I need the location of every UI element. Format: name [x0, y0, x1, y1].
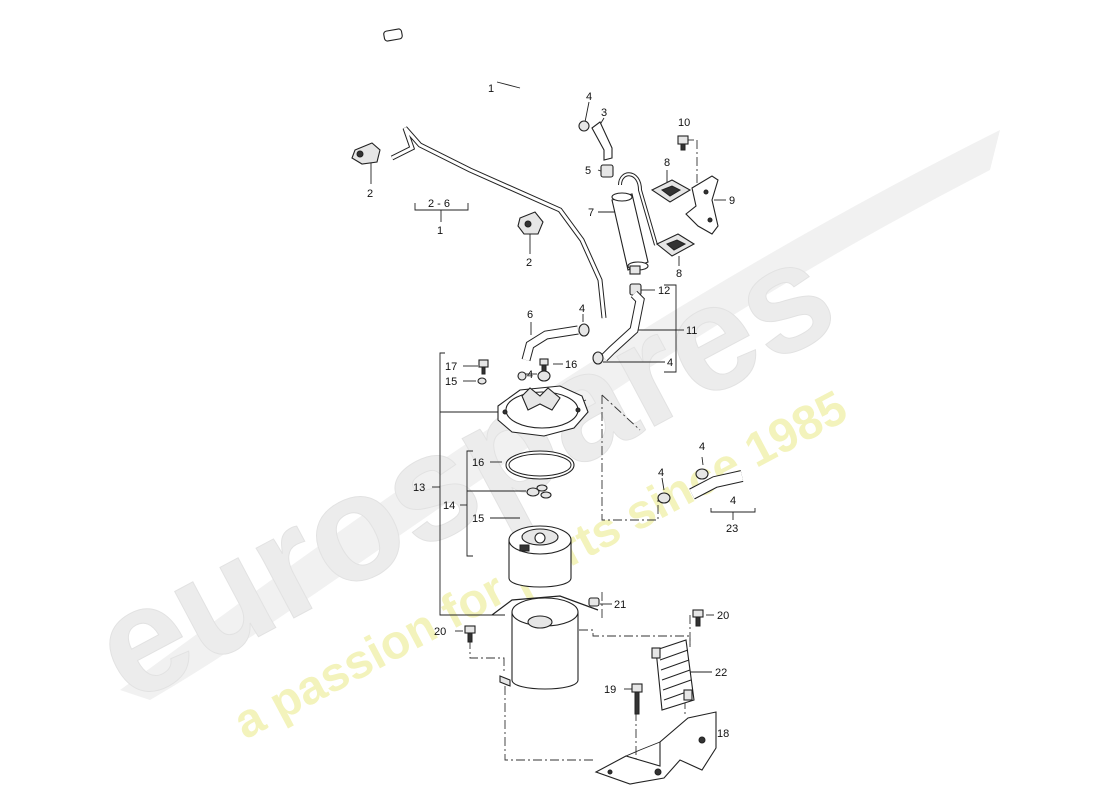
callout-3: 3 — [601, 107, 607, 119]
bracket-9[interactable] — [685, 175, 719, 235]
callout-4-hose-right: 4 — [730, 495, 736, 507]
callout-1-upper: 1 — [488, 83, 494, 95]
hose-11[interactable] — [600, 290, 645, 362]
hose-clamp-mid[interactable] — [537, 323, 604, 382]
bolt-10[interactable] — [677, 135, 689, 151]
callout-21: 21 — [614, 599, 626, 611]
callout-2-left: 2 — [367, 188, 373, 200]
bracket-18[interactable] — [594, 711, 717, 785]
callout-19: 19 — [604, 684, 616, 696]
callout-4-hose-top: 4 — [699, 441, 705, 453]
bolt-21[interactable] — [588, 597, 600, 607]
callout-20-left: 20 — [434, 626, 446, 638]
bolt-16[interactable] — [539, 358, 549, 372]
callout-13: 13 — [413, 482, 425, 494]
callout-2-middle: 2 — [526, 257, 532, 269]
mount-pad-8-bottom[interactable] — [655, 233, 696, 257]
callout-16-bolt: 16 — [565, 359, 577, 371]
callout-5: 5 — [585, 165, 591, 177]
callout-20-right: 20 — [717, 610, 729, 622]
callout-4-hose-left: 4 — [658, 467, 664, 479]
clip-middle[interactable] — [517, 211, 544, 235]
bolt-20-left[interactable] — [464, 625, 476, 643]
callout-11: 11 — [686, 325, 697, 337]
callout-7: 7 — [588, 207, 594, 219]
clamp-5[interactable] — [600, 164, 614, 178]
callout-4-mid-left: 4 — [579, 303, 585, 315]
leader-lines — [370, 81, 756, 734]
callout-4-mid-right: 4 — [667, 357, 673, 369]
fuel-line-lower[interactable] — [390, 126, 607, 319]
callout-18: 18 — [717, 728, 729, 740]
callout-1-lower: 1 — [437, 225, 443, 237]
callout-23: 23 — [726, 523, 738, 535]
hose-6[interactable] — [521, 325, 579, 362]
clip-left[interactable] — [351, 142, 381, 165]
callout-17: 17 — [445, 361, 457, 373]
callout-15-bottom: 15 — [472, 513, 484, 525]
callout-10: 10 — [678, 117, 690, 129]
hose-clamp-top[interactable] — [578, 120, 590, 132]
callout-9: 9 — [729, 195, 735, 207]
callout-4-top: 4 — [586, 91, 592, 103]
callout-16-ring: 16 — [472, 457, 484, 469]
callout-14: 14 — [443, 500, 455, 512]
callout-8-top: 8 — [664, 157, 670, 169]
callout-4-at-housing: 4 — [527, 369, 533, 381]
callout-12: 12 — [658, 285, 670, 297]
mount-pad-8-top[interactable] — [650, 179, 692, 203]
seal-set-15[interactable] — [526, 484, 552, 499]
callout-15-top: 15 — [445, 376, 457, 388]
seal-ring-16[interactable] — [505, 450, 575, 480]
oil-cooler-22[interactable] — [651, 639, 695, 711]
filter-housing-cover[interactable] — [497, 371, 589, 437]
bolt-19[interactable] — [631, 683, 643, 715]
filter-element[interactable] — [508, 525, 572, 588]
callouts: 1 2 2 2 - 6 1 3 4 5 7 8 8 9 10 12 11 6 4… — [367, 83, 738, 740]
fuel-filter-7[interactable] — [611, 172, 658, 275]
callout-8-bottom: 8 — [676, 268, 682, 280]
callout-22: 22 — [715, 667, 727, 679]
bolt-17[interactable] — [478, 359, 489, 375]
connector-hose-3[interactable] — [591, 121, 613, 161]
callout-6: 6 — [527, 309, 533, 321]
fuel-line-upper[interactable] — [383, 5, 582, 121]
bolt-20-right[interactable] — [692, 609, 704, 627]
hose-23[interactable] — [657, 468, 744, 504]
callout-2-6-range: 2 - 6 — [428, 198, 450, 210]
seal-ring-15-top[interactable] — [477, 377, 487, 385]
filter-housing-base[interactable] — [491, 595, 599, 690]
